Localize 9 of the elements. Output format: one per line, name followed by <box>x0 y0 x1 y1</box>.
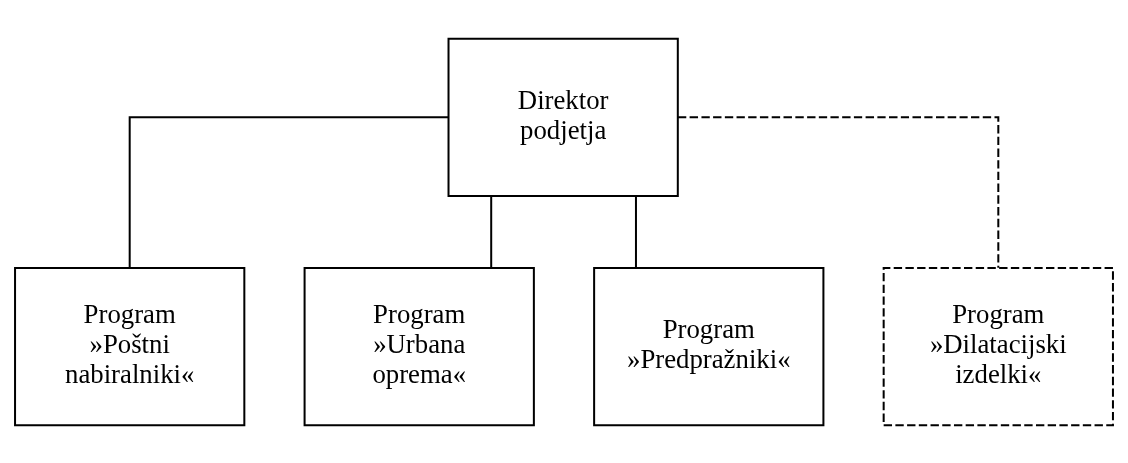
node-box: Program »Predpražniki« <box>593 266 825 426</box>
connector <box>634 195 637 268</box>
node-box: Program »Poštni nabiralniki« <box>14 266 246 426</box>
node-box: Program »Urbana oprema« <box>303 266 535 426</box>
node-box: Direktor podjetja <box>447 37 679 197</box>
connector <box>128 115 449 268</box>
connector <box>490 195 493 268</box>
node-box: Program »Dilatacijski izdelki« <box>882 266 1114 426</box>
connector <box>678 115 1000 268</box>
